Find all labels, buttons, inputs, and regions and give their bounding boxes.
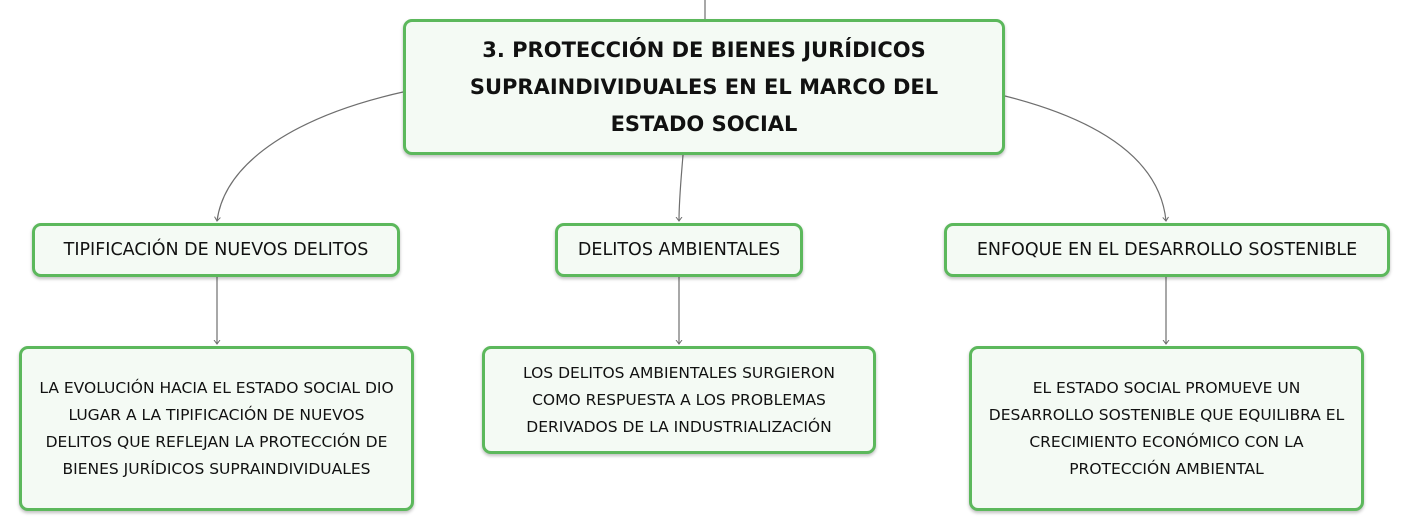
subtopic-desarrollo-node[interactable]: ENFOQUE EN EL DESARROLLO SOSTENIBLE (944, 223, 1390, 277)
connector-root-to-tipificacion (217, 91, 404, 221)
detail-ambientales-node[interactable]: LOS DELITOS AMBIENTALES SURGIERON COMO R… (482, 346, 876, 454)
connector-root-to-ambientales (679, 154, 684, 221)
subtopic-ambientales-node[interactable]: DELITOS AMBIENTALES (555, 223, 803, 277)
root-topic-node[interactable]: 3. PROTECCIÓN DE BIENES JURÍDICOS SUPRAI… (403, 19, 1005, 155)
connector-root-to-desarrollo (1004, 95, 1166, 221)
detail-ambientales-text: LOS DELITOS AMBIENTALES SURGIERON COMO R… (523, 363, 835, 436)
detail-tipificacion-node[interactable]: LA EVOLUCIÓN HACIA EL ESTADO SOCIAL DIO … (19, 346, 414, 511)
subtopic-tipificacion-node[interactable]: TIPIFICACIÓN DE NUEVOS DELITOS (32, 223, 400, 277)
detail-desarrollo-node[interactable]: EL ESTADO SOCIAL PROMUEVE UN DESARROLLO … (969, 346, 1364, 511)
subtopic-desarrollo-label: ENFOQUE EN EL DESARROLLO SOSTENIBLE (976, 240, 1358, 260)
subtopic-ambientales-label: DELITOS AMBIENTALES (577, 240, 781, 260)
detail-tipificacion-text: LA EVOLUCIÓN HACIA EL ESTADO SOCIAL DIO … (39, 378, 394, 478)
detail-desarrollo-text: EL ESTADO SOCIAL PROMUEVE UN DESARROLLO … (988, 378, 1345, 478)
root-topic-title: 3. PROTECCIÓN DE BIENES JURÍDICOS SUPRAI… (469, 37, 939, 136)
subtopic-tipificacion-label: TIPIFICACIÓN DE NUEVOS DELITOS (63, 240, 369, 260)
